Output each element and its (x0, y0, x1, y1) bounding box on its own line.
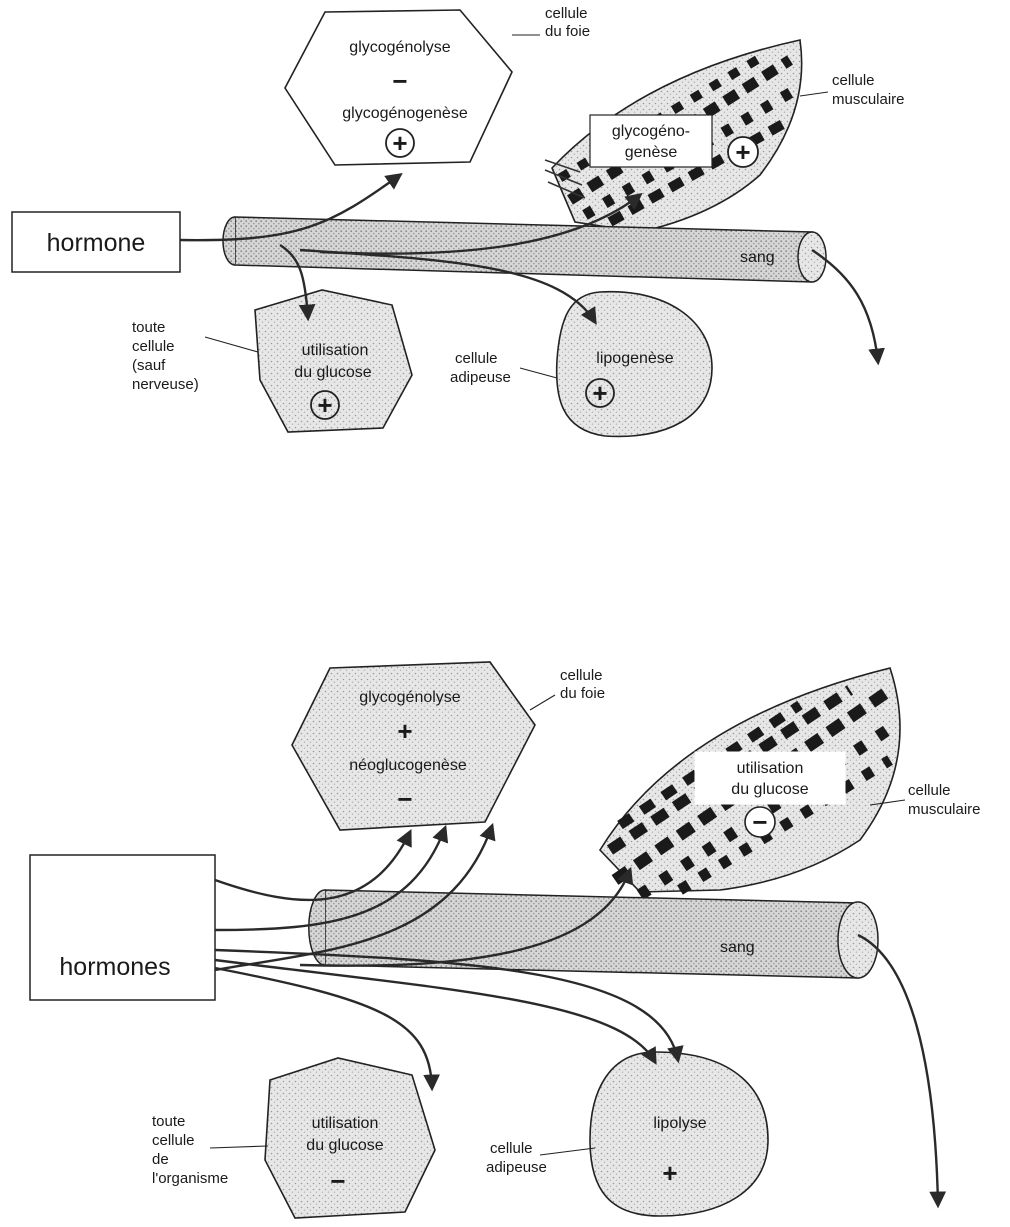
adipose-leader-line-bottom (540, 1148, 595, 1155)
all-cells-process-line1-top: utilisation (302, 342, 369, 359)
hormone-label-top: hormone (47, 229, 146, 257)
arrow-out-bottom (858, 935, 938, 1205)
all-cells-sign-bottom: − (330, 1166, 345, 1196)
muscle-process-line1-bottom: utilisation (737, 760, 804, 777)
all-cells-label-line2-top: cellule (132, 338, 175, 355)
muscle-leader-line-top (800, 92, 828, 96)
muscle-cell-bottom: utilisation du glucose − (600, 668, 900, 895)
all-cells-process-line1-bottom: utilisation (312, 1115, 379, 1132)
liver-sign1-top: − (392, 66, 407, 96)
adipose-label-line2-top: adipeuse (450, 369, 511, 386)
liver-label-line2-bottom: du foie (560, 685, 605, 702)
liver-label-line2-top: du foie (545, 23, 590, 40)
panel-bottom: glycogénolyse + néoglucogenèse − cellule… (30, 662, 981, 1218)
liver-process2-top: glycogénogenèse (342, 105, 468, 122)
adipose-leader-line-top (520, 368, 557, 378)
all-cells-label-line4-bottom: l'organisme (152, 1170, 228, 1187)
all-cells-label-line1-top: toute (132, 319, 165, 336)
liver-process1-top: glycogénolyse (349, 39, 451, 56)
muscle-label-line2-top: musculaire (832, 91, 905, 108)
adipose-label-line1-top: cellule (455, 350, 498, 367)
liver-sign2-bottom: − (397, 784, 412, 814)
adipose-process-bottom: lipolyse (653, 1115, 706, 1132)
muscle-cell-top: glycogéno- genèse + (545, 40, 802, 232)
liver-cell-bottom (292, 662, 535, 830)
muscle-label-line1-top: cellule (832, 72, 875, 89)
all-cells-process-line2-top: du glucose (294, 364, 371, 381)
adipose-label-line2-bottom: adipeuse (486, 1159, 547, 1176)
muscle-sign-bottom: − (752, 807, 767, 837)
adipose-sign-top: + (592, 378, 607, 408)
all-cells-leader-line-bottom (210, 1146, 268, 1148)
all-cells-top (255, 290, 412, 432)
muscle-label-line2-bottom: musculaire (908, 801, 981, 818)
all-cells-label-line3-top: (sauf (132, 357, 166, 374)
muscle-process-line2-bottom: du glucose (731, 781, 808, 798)
vessel-label-top: sang (740, 249, 775, 266)
adipose-cell-bottom (590, 1052, 768, 1216)
adipose-process-top: lipogenèse (596, 350, 674, 367)
liver-sign1-bottom: + (397, 716, 412, 746)
adipose-label-line1-bottom: cellule (490, 1140, 533, 1157)
muscle-label-line1-bottom: cellule (908, 782, 951, 799)
blood-vessel-top: sang (223, 217, 826, 282)
liver-process2-bottom: néoglucogenèse (349, 757, 467, 774)
hormones-label-bottom: hormones (59, 953, 170, 981)
liver-leader-line-bottom (530, 695, 555, 710)
muscle-sign-top: + (735, 137, 750, 167)
liver-label-line1-bottom: cellule (560, 667, 603, 684)
all-cells-label-line1-bottom: toute (152, 1113, 185, 1130)
all-cells-process-line2-bottom: du glucose (306, 1137, 383, 1154)
arrow-to-adipose-bottom-1 (215, 960, 655, 1062)
liver-process1-bottom: glycogénolyse (359, 689, 461, 706)
arrow-to-liver-bottom-1 (215, 832, 410, 900)
vessel-label-bottom: sang (720, 939, 755, 956)
liver-label-line1-top: cellule (545, 5, 588, 22)
all-cells-sign-top: + (317, 390, 332, 420)
muscle-process-line2-top: genèse (625, 144, 678, 161)
muscle-process-line1-top: glycogéno- (612, 123, 690, 140)
liver-sign2-top: + (392, 128, 407, 158)
all-cells-label-line4-top: nerveuse) (132, 376, 199, 393)
adipose-sign-bottom: + (662, 1158, 677, 1188)
all-cells-label-line3-bottom: de (152, 1151, 169, 1168)
all-cells-label-line2-bottom: cellule (152, 1132, 195, 1149)
all-cells-leader-line-top (205, 337, 258, 352)
panel-top: glycogénolyse − glycogénogenèse + cellul… (12, 5, 905, 436)
